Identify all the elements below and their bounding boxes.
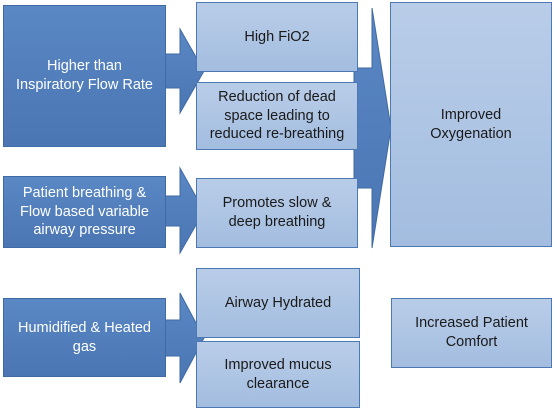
effect-slow-breathing: Promotes slow & deep breathing xyxy=(196,178,358,248)
outcome-oxygenation: Improved Oxygenation xyxy=(390,2,552,247)
outcome-comfort: Increased Patient Comfort xyxy=(391,298,552,368)
arrow-humidified xyxy=(164,292,205,384)
outcome-oxygenation-label: Improved Oxygenation xyxy=(430,106,512,142)
arrow-to-oxygenation xyxy=(353,7,392,249)
effect-high-fio2: High FiO2 xyxy=(196,2,358,72)
effect-slow-breathing-label: Promotes slow & deep breathing xyxy=(222,195,332,230)
effect-high-fio2-label: High FiO2 xyxy=(244,28,310,45)
arrow-flow-rate xyxy=(164,27,205,115)
effect-dead-space-label: Reduction of dead space leading to reduc… xyxy=(209,88,345,143)
source-flow-rate-label: Higher than Inspiratory Flow Rate xyxy=(16,58,153,93)
effect-airway-hydrated-label: Airway Hydrated xyxy=(224,294,332,311)
source-humidified-label: Humidified & Heated gas xyxy=(18,319,151,355)
source-flow-rate: Higher than Inspiratory Flow Rate xyxy=(3,5,166,147)
source-breathing-pressure: Patient breathing & Flow based variable … xyxy=(3,176,166,248)
effect-mucus-clearance-label: Improved mucus clearance xyxy=(224,356,332,392)
arrow-breathing-pressure xyxy=(164,166,205,255)
outcome-comfort-label: Increased Patient Comfort xyxy=(415,315,528,350)
source-breathing-pressure-label: Patient breathing & Flow based variable … xyxy=(20,184,149,239)
effect-airway-hydrated: Airway Hydrated xyxy=(196,268,360,338)
source-humidified: Humidified & Heated gas xyxy=(3,298,166,377)
effect-mucus-clearance: Improved mucus clearance xyxy=(196,341,360,408)
effect-dead-space: Reduction of dead space leading to reduc… xyxy=(196,82,358,150)
